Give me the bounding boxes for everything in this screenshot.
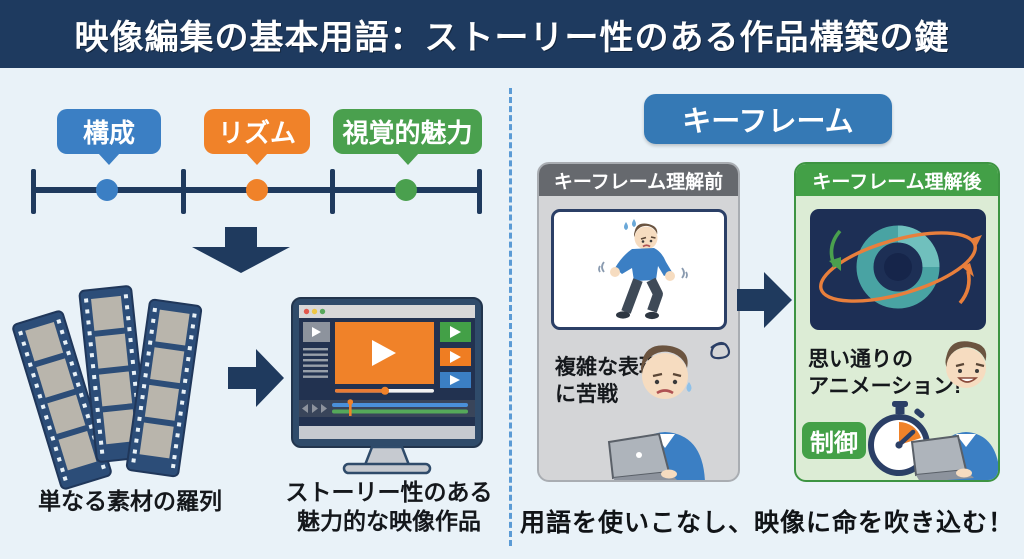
timeline-tick (330, 169, 335, 214)
control-badge: 制御 (802, 422, 866, 459)
timeline-tick (181, 169, 186, 214)
video-editor-monitor-icon (291, 297, 483, 475)
timeline-label-rhythm: リズム (204, 109, 310, 154)
caption-after-line1: 思い通りの (808, 348, 913, 371)
control-badge-label: 制御 (810, 430, 858, 457)
timeline-dot-structure (96, 179, 118, 201)
animation-frame (810, 209, 986, 330)
timeline-label-visual-appeal: 視覚的魅力 (333, 109, 482, 154)
timeline-dot-visual-appeal (395, 179, 417, 201)
keyframe-header-label: キーフレーム (682, 106, 854, 138)
panel-before-title: キーフレーム理解前 (539, 164, 738, 196)
caption-story-line1: ストーリー性のある (285, 479, 493, 505)
caption-story-line2: 魅力的な映像作品 (297, 507, 481, 534)
caption-after: 思い通りの アニメーション! (808, 346, 961, 401)
before-after-arrow-icon (737, 272, 792, 328)
panel-after-title: キーフレーム理解後 (796, 164, 998, 196)
spinning-ring-icon (819, 225, 982, 309)
film-strips-icon (10, 284, 203, 491)
panel-before-keyframe: キーフレーム理解前 (537, 162, 740, 482)
timeline-tick (477, 169, 482, 214)
caption-before: 複雑な表現 に苦戦 (555, 354, 660, 409)
keyframe-header: キーフレーム (644, 94, 892, 144)
caption-story-work: ストーリー性のある 魅力的な映像作品 (278, 478, 500, 536)
page-header: 映像編集の基本用語：ストーリー性のある作品構築の鍵 (0, 0, 1024, 68)
timeline-dot-rhythm (246, 179, 268, 201)
panel-after-keyframe: キーフレーム理解後 思い通りの アニメーション! 制御 (794, 162, 1000, 482)
down-arrow-icon (192, 227, 290, 273)
right-arrow-icon (228, 349, 284, 407)
happy-man-at-laptop-icon (910, 341, 998, 480)
caption-before-line2: に苦戦 (555, 383, 618, 407)
page-title: 映像編集の基本用語：ストーリー性のある作品構築の鍵 (74, 18, 950, 57)
timeline-tick (31, 169, 36, 214)
caption-mere-materials: 単なる素材の羅列 (38, 488, 222, 514)
footer-message: 用語を使いこなし、映像に命を吹き込む！ (519, 509, 1014, 537)
awkward-motion-figure-icon (598, 219, 688, 320)
timeline-label-structure: 構成 (57, 109, 161, 154)
caption-after-line2: アニメーション! (808, 375, 962, 399)
timeline-label-text: リズム (217, 118, 296, 148)
section-divider (509, 88, 512, 546)
timeline-label-text: 構成 (82, 118, 135, 148)
stopwatch-icon (868, 401, 930, 476)
worried-man-at-laptop-icon (607, 341, 731, 480)
timeline-label-text: 視覚的魅力 (342, 118, 473, 148)
awkward-motion-frame (551, 209, 727, 330)
caption-before-line1: 複雑な表現 (555, 356, 660, 379)
